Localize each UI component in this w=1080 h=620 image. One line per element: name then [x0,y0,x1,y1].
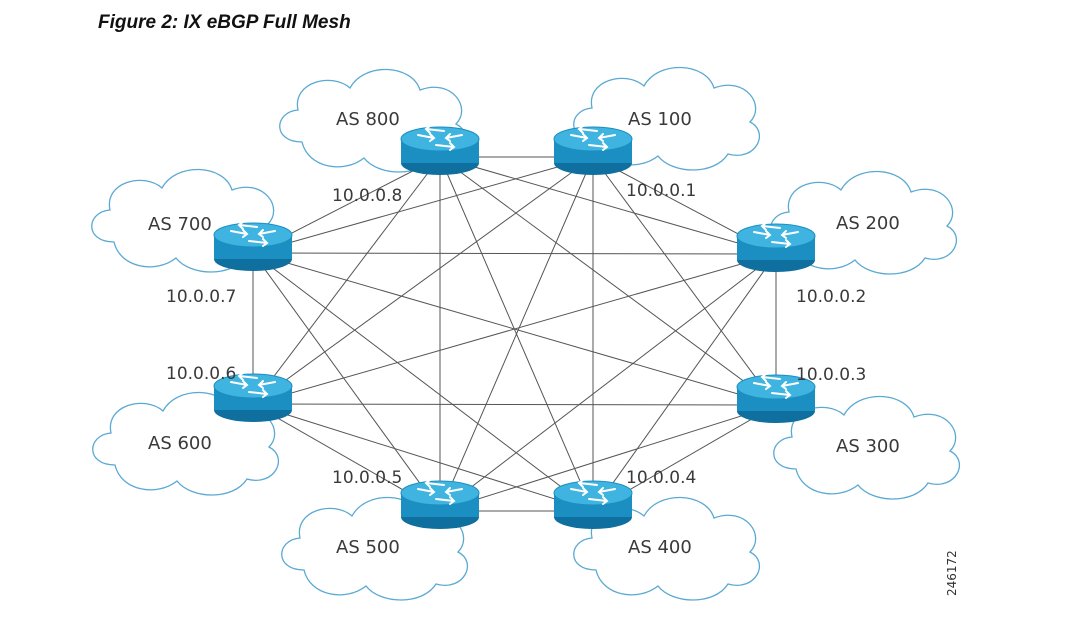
router-r400 [553,479,633,529]
router-r500 [400,479,480,529]
router-arrows-icon [417,479,463,505]
ip-label-r400: 10.0.0.4 [626,468,696,488]
router-r600 [213,372,293,422]
ip-label-r600: 10.0.0.6 [166,364,236,384]
router-r200 [736,222,816,272]
as-label-r700: AS 700 [148,214,212,235]
figure-caption: Figure 2: IX eBGP Full Mesh [98,12,351,33]
as-clouds [91,66,961,601]
cloud-r200 [770,170,958,275]
router-arrows-icon [753,373,799,399]
link-r800-r300 [439,156,777,406]
link-r200-r400 [592,253,777,512]
as-label-r800: AS 800 [336,109,400,130]
as-label-r400: AS 400 [628,537,692,558]
router-arrows-icon [570,125,616,151]
link-r800-r200 [439,156,777,255]
link-r500-r700 [252,252,441,512]
link-r200-r700 [252,252,777,255]
router-r700 [213,221,293,271]
router-arrows-icon [230,221,276,247]
figure-id: 246172 [945,550,959,596]
link-r100-r600 [252,156,594,405]
labels: AS 800 10.0.0.8 AS 100 10.0.0.1 AS 200 10.0.0… [148,109,900,558]
link-r400-r700 [252,252,594,512]
mesh-links [252,156,777,512]
link-r400-r600 [252,403,594,512]
as-label-r300: AS 300 [836,436,900,457]
link-r200-r500 [439,253,777,512]
as-label-r600: AS 600 [148,433,212,454]
cloud-r300 [773,395,961,500]
router-r300 [736,373,816,423]
ip-label-r100: 10.0.0.1 [626,181,696,201]
link-r100-r700 [252,156,594,254]
router-r800 [400,125,480,175]
router-arrows-icon [417,125,463,151]
ip-label-r300: 10.0.0.3 [796,365,866,385]
router-arrows-icon [570,479,616,505]
router-arrows-icon [753,222,799,248]
ip-label-r700: 10.0.0.7 [166,287,236,307]
ip-label-r200: 10.0.0.2 [796,287,866,307]
link-r100-r500 [439,156,594,512]
link-r300-r600 [252,403,777,406]
routers [213,125,816,529]
link-r300-r700 [252,252,777,406]
link-r100-r300 [592,156,777,406]
as-label-r200: AS 200 [836,213,900,234]
as-label-r100: AS 100 [628,109,692,130]
link-r300-r500 [439,404,777,512]
router-r100 [553,125,633,175]
ip-label-r500: 10.0.0.5 [332,468,402,488]
as-label-r500: AS 500 [336,537,400,558]
router-arrows-icon [230,372,276,398]
ip-label-r800: 10.0.0.8 [332,186,402,206]
